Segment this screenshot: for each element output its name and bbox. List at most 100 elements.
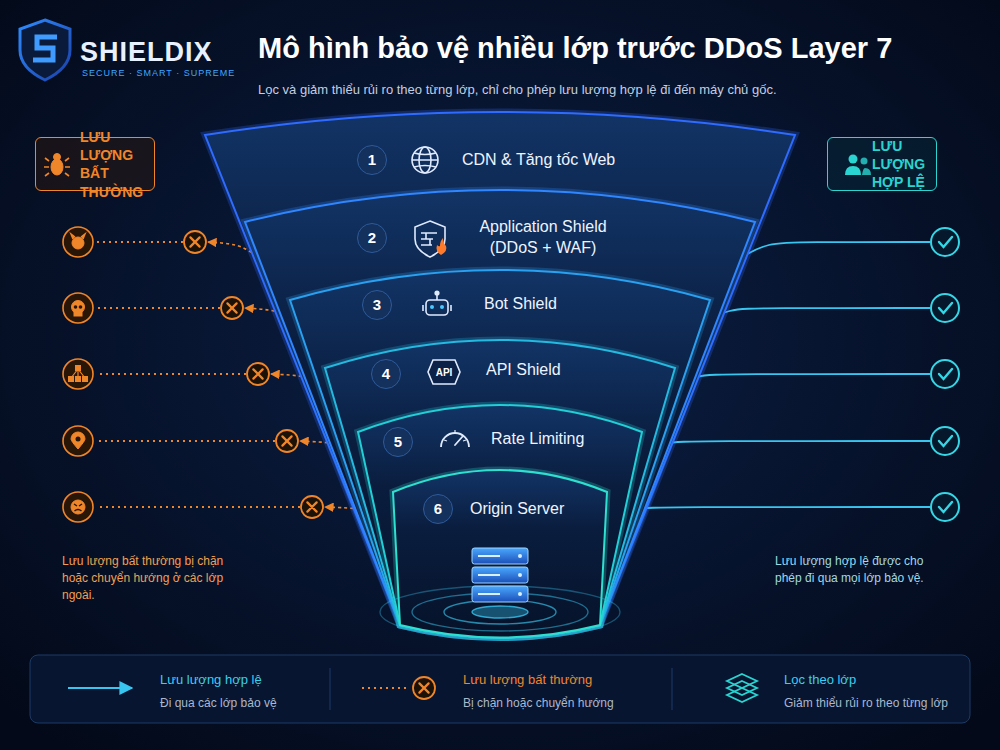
server-icon bbox=[472, 567, 528, 583]
block-mark bbox=[247, 363, 269, 385]
server-icon bbox=[518, 573, 522, 577]
threat-icon bbox=[83, 377, 88, 382]
pass-mark bbox=[931, 493, 959, 521]
pass-mark bbox=[931, 228, 959, 256]
step-number: 3 bbox=[362, 290, 392, 320]
layer-shape bbox=[245, 190, 755, 638]
threat-icon bbox=[63, 293, 93, 323]
threat-icon bbox=[71, 432, 85, 449]
legend-text: Lưu lượng hợp lệ bbox=[160, 672, 262, 687]
layers-icon bbox=[727, 688, 757, 702]
block-mark bbox=[190, 237, 199, 246]
step-number: 4 bbox=[371, 359, 401, 389]
logo-shield bbox=[33, 37, 57, 60]
threat-icon bbox=[79, 305, 83, 309]
threat-icon bbox=[72, 301, 85, 317]
threat-icon bbox=[63, 293, 93, 323]
threat-icon bbox=[71, 500, 85, 514]
threat-icon bbox=[69, 366, 88, 382]
gauge-icon bbox=[441, 430, 469, 447]
note: Lưu lượng hợp lệ được cho phép đi qua mọ… bbox=[775, 553, 940, 587]
pass-mark bbox=[931, 493, 959, 521]
blocked-flow bbox=[96, 373, 246, 375]
threat-icon bbox=[74, 305, 78, 309]
layer-shape bbox=[205, 112, 795, 638]
pass-mark bbox=[939, 303, 952, 313]
threat-icon bbox=[63, 359, 93, 389]
threat-icon bbox=[74, 504, 82, 511]
block-mark bbox=[227, 303, 236, 312]
server-icon bbox=[518, 592, 522, 596]
valid-flow bbox=[671, 374, 930, 388]
threat-icon bbox=[71, 234, 85, 239]
threat-icon bbox=[63, 426, 93, 456]
block-mark bbox=[221, 297, 243, 319]
pass-mark bbox=[931, 294, 959, 322]
threat-icon bbox=[63, 492, 93, 522]
block-mark bbox=[419, 683, 428, 692]
pass-mark bbox=[939, 436, 952, 446]
users-icon bbox=[861, 158, 868, 165]
gauge-icon bbox=[455, 436, 463, 445]
layer-shape bbox=[393, 470, 607, 638]
threat-icon bbox=[69, 377, 74, 382]
layer-shape bbox=[245, 190, 755, 638]
robot-icon bbox=[423, 294, 451, 311]
threat-icon bbox=[76, 437, 81, 442]
block-mark bbox=[307, 502, 316, 511]
users-icon bbox=[862, 168, 871, 175]
pass-mark bbox=[931, 360, 959, 388]
robot-icon bbox=[430, 305, 434, 309]
valid-flow bbox=[607, 507, 930, 521]
gauge-icon bbox=[444, 430, 466, 441]
server-icon bbox=[478, 555, 500, 557]
layer-shape bbox=[358, 405, 642, 638]
valid-flow bbox=[744, 242, 930, 256]
legend-text: Giảm thiểu rủi ro theo từng lớp bbox=[784, 696, 948, 710]
threat-icon bbox=[74, 311, 82, 316]
block-mark bbox=[413, 677, 435, 699]
layer-name: API Shield bbox=[486, 360, 561, 381]
blocked-flow bbox=[96, 241, 183, 243]
pass-mark bbox=[939, 502, 952, 512]
block-mark bbox=[276, 430, 298, 452]
valid-flow bbox=[705, 308, 930, 322]
users-icon bbox=[845, 166, 861, 175]
block-mark bbox=[184, 231, 206, 253]
legend-sample-blocked bbox=[362, 687, 410, 689]
threat-icon bbox=[63, 227, 93, 257]
block-mark bbox=[184, 231, 206, 253]
threat-icon bbox=[72, 237, 84, 249]
layer-name: CDN & Tăng tốc Web bbox=[462, 150, 615, 171]
robot-icon bbox=[435, 291, 439, 295]
threat-icon bbox=[63, 492, 93, 522]
logo-shield bbox=[20, 20, 70, 80]
pass-mark bbox=[939, 237, 952, 247]
traffic-tag: LƯU LƯỢNG HỢP LỆ bbox=[827, 137, 937, 191]
layer-name: Rate Limiting bbox=[491, 429, 584, 450]
layer-name: Application Shield (DDoS + WAF) bbox=[468, 217, 618, 259]
callout-number: 5 bbox=[384, 428, 412, 456]
layer-name: Bot Shield bbox=[484, 294, 557, 315]
bug-icon bbox=[54, 154, 61, 161]
layer-shape bbox=[393, 470, 607, 638]
users-icon bbox=[845, 155, 871, 176]
robot-icon bbox=[423, 291, 451, 315]
title: Mô hình bảo vệ nhiều lớp trước DDoS Laye… bbox=[258, 32, 892, 65]
legend-text: Lưu lượng bất thường bbox=[463, 672, 592, 687]
server-icon bbox=[478, 593, 500, 595]
threat-icon bbox=[63, 359, 93, 389]
robot-icon bbox=[440, 305, 444, 309]
server-icon bbox=[472, 586, 528, 602]
blocked-flow bbox=[96, 506, 300, 508]
api-badge bbox=[428, 360, 460, 384]
layer-shape bbox=[205, 112, 795, 638]
globe-icon bbox=[412, 147, 438, 173]
legend-text: Đi qua các lớp bảo vệ bbox=[160, 696, 277, 710]
threat-icon bbox=[71, 234, 85, 249]
server-icon bbox=[478, 574, 500, 576]
legend-text: Lọc theo lớp bbox=[784, 672, 856, 687]
logo-shield bbox=[20, 20, 70, 80]
